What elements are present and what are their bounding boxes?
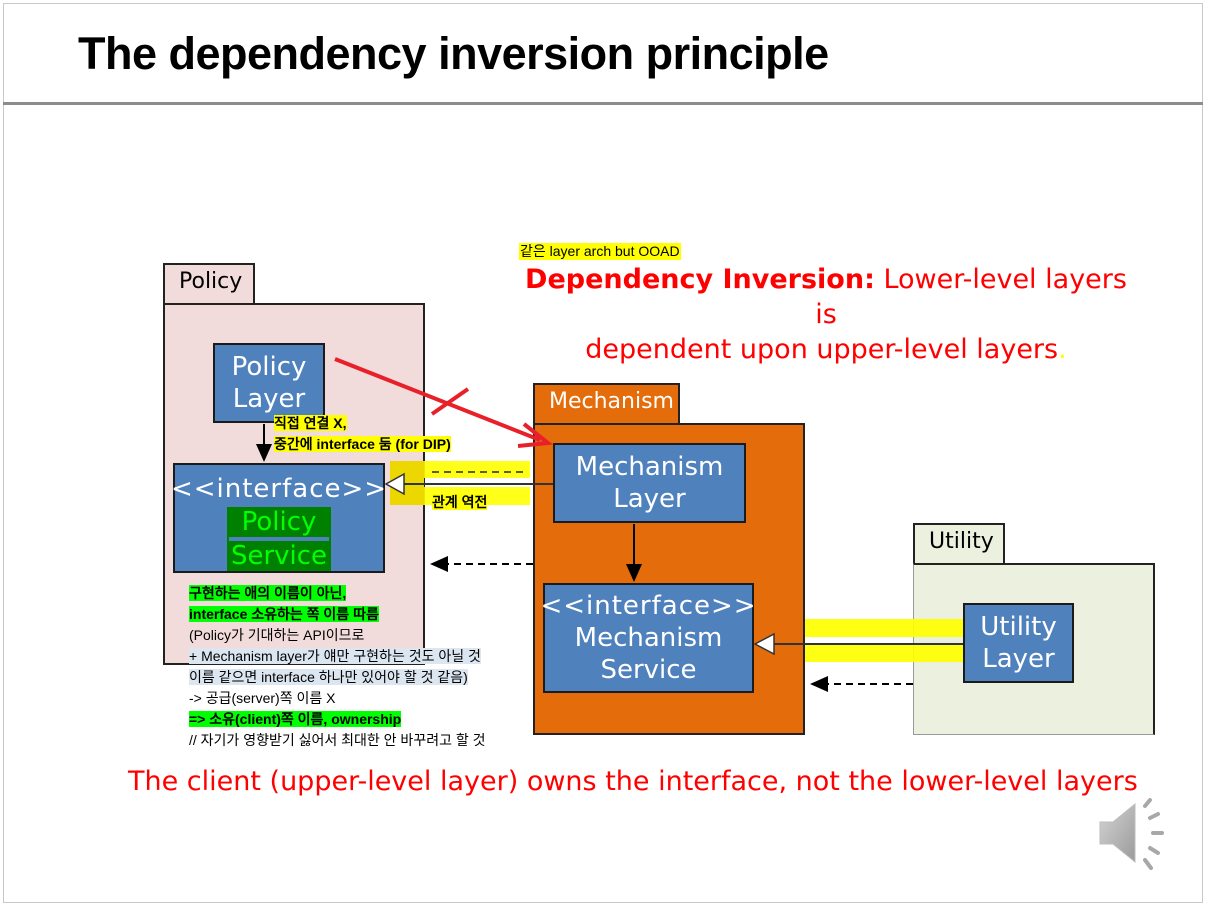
mechanism-layer-line1: Mechanism: [575, 452, 724, 482]
direct-dependency-red-arrow: [334, 357, 541, 442]
policy-service-line1: Policy: [241, 507, 317, 537]
utility-highlight-bottom: [805, 644, 965, 662]
direct-connection-note: 직접 연결 X, 중간에 interface 둠 (for DIP): [274, 413, 451, 455]
inversion-note-text: 관계 역전: [432, 494, 488, 510]
utility-layer-box: Utility Layer: [963, 603, 1074, 683]
inversion-note: 관계 역전: [432, 493, 488, 511]
utility-layer-line2: Layer: [982, 644, 1055, 674]
policy-service-line2: Service: [230, 541, 328, 571]
policy-service-interface-box: <<interface>> Policy Service: [170, 463, 388, 573]
heading-bold: Dependency Inversion:: [525, 264, 875, 295]
direct-note-line2: 중간에 interface 둠 (for DIP): [274, 436, 451, 452]
heading-line-1: Dependency Inversion: Lower-level layers…: [520, 262, 1132, 332]
realization-triangle-icon: [753, 632, 775, 656]
realization-triangle-icon: [384, 472, 405, 496]
heading-line-2: dependent upon upper-level layers.: [520, 332, 1132, 367]
mechanism-layer-line2: Layer: [613, 484, 686, 514]
direct-note-line1: 직접 연결 X,: [274, 415, 347, 431]
inversion-highlight-top: [390, 461, 530, 478]
naming-note-text: (Policy가 기대하는 API이므로: [189, 627, 365, 643]
policy-layer-box: Policy Layer: [213, 343, 325, 423]
utility-layer-line1: Utility: [980, 612, 1057, 642]
mechanism-interface-stereotype: <<interface>>: [540, 591, 757, 621]
speaker-icon[interactable]: [1095, 796, 1175, 876]
policy-package-tab: Policy: [163, 263, 255, 306]
naming-note-line: -> 공급(server)쪽 이름 X: [189, 688, 486, 709]
red-arrowhead: [517, 422, 554, 448]
utility-package-tab: Utility: [913, 523, 1005, 566]
heading-rest: Lower-level layers is: [815, 264, 1127, 330]
layer-arch-note: 같은 layer arch but OOAD: [519, 243, 681, 260]
naming-notes: 구현하는 애의 이름이 아닌, interface 소유하는 쪽 이름 따름 (…: [189, 583, 486, 751]
policy-interface-stereotype: <<interface>>: [170, 474, 388, 504]
naming-note-line: 구현하는 애의 이름이 아닌,: [189, 583, 486, 604]
utility-highlight-top: [805, 619, 965, 637]
mechanism-layer-box: Mechanism Layer: [553, 443, 746, 523]
naming-note-line: (Policy가 기대하는 API이므로: [189, 625, 486, 646]
title-divider: [3, 102, 1203, 105]
policy-layer-line2: Layer: [232, 384, 306, 414]
naming-note-text: // 자기가 영향받기 싫어서 최대한 안 바꾸려고 할 것: [189, 732, 486, 748]
heading-period: .: [1058, 334, 1067, 365]
ownership-statement: The client (upper-level layer) owns the …: [128, 766, 1138, 797]
mechanism-service-interface-box: <<interface>> Mechanism Service: [540, 583, 757, 693]
naming-note-line: 이름 같으면 interface 하나만 있어야 할 것 같음): [189, 667, 486, 688]
naming-note-text: -> 공급(server)쪽 이름 X: [189, 690, 336, 706]
slide-title: The dependency inversion principle: [78, 28, 829, 79]
naming-note-text: 이름 같으면 interface 하나만 있어야 할 것 같음): [189, 669, 468, 685]
policy-package-label: Policy: [179, 269, 243, 294]
cross-out-x-icon: [430, 387, 470, 416]
mechanism-package-label: Mechanism: [549, 389, 674, 414]
dependency-inversion-heading: Dependency Inversion: Lower-level layers…: [520, 262, 1132, 367]
heading-line2-text: dependent upon upper-level layers: [585, 334, 1059, 365]
policy-layer-line1: Policy: [231, 352, 307, 382]
naming-note-text: + Mechanism layer가 얘만 구현하는 것도 아닐 것: [189, 648, 481, 664]
utility-package-label: Utility: [929, 529, 994, 554]
policy-service-name: Policy Service: [227, 507, 331, 571]
policy-service-underline: [229, 537, 329, 541]
mechanism-service-line1: Mechanism: [574, 623, 723, 653]
naming-note-text: 구현하는 애의 이름이 아닌,: [189, 585, 347, 601]
naming-note-text: interface 소유하는 쪽 이름 따름: [189, 606, 379, 622]
naming-note-line: interface 소유하는 쪽 이름 따름: [189, 604, 486, 625]
naming-note-line: => 소유(client)쪽 이름, ownership: [189, 709, 486, 730]
naming-note-text: => 소유(client)쪽 이름, ownership: [189, 711, 402, 727]
naming-note-line: + Mechanism layer가 얘만 구현하는 것도 아닐 것: [189, 646, 486, 667]
mechanism-service-line2: Service: [600, 655, 697, 685]
naming-note-line: // 자기가 영향받기 싫어서 최대한 안 바꾸려고 할 것: [189, 730, 486, 751]
